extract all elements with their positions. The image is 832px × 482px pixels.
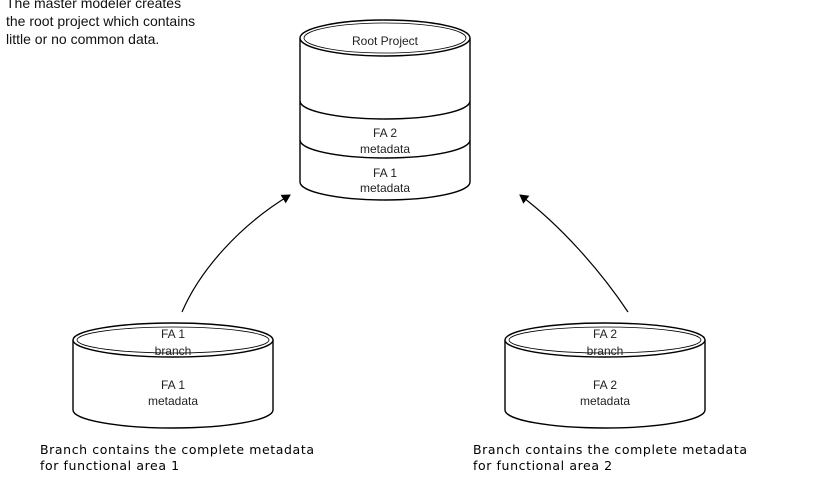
- arrow-branch-1-to-root: [181, 194, 291, 313]
- root-fa1-metadata-label: metadata: [360, 181, 410, 195]
- top-note-line-2: the root project which contains: [6, 13, 196, 29]
- root-fa1-label: FA 1: [373, 166, 397, 180]
- branch-1-top-label: FA 1: [161, 327, 185, 341]
- branch-2-top-rim: [508, 326, 702, 354]
- root-divider-1: [299, 100, 471, 120]
- arrow-branch-2-to-root: [519, 194, 629, 313]
- branch-1-top-sublabel: branch: [155, 344, 192, 358]
- root-fa2-metadata-label: metadata: [360, 142, 410, 156]
- branch-1-cylinder: FA 1 branch FA 1 metadata: [72, 322, 274, 429]
- branch-2-cylinder: FA 2 branch FA 2 metadata: [504, 322, 706, 429]
- root-divider-2: [299, 139, 471, 159]
- branch-1-top-rim: [76, 326, 270, 354]
- root-cylinder-top: [299, 19, 471, 57]
- root-project-cylinder: Root Project FA 2 metadata FA 1 metadata: [299, 19, 471, 201]
- branch-2-caption-line-2: for functional area 2: [473, 458, 613, 473]
- root-fa2-label: FA 2: [373, 126, 397, 140]
- branch-1-caption-line-2: for functional area 1: [40, 458, 180, 473]
- branch-2-body-sublabel: metadata: [580, 394, 630, 408]
- branch-2-top: [504, 322, 706, 358]
- branch-2-caption-line-1: Branch contains the complete metadata: [473, 442, 748, 457]
- branch-2-top-label: FA 2: [593, 327, 617, 341]
- branch-2-top-sublabel: branch: [587, 344, 624, 358]
- branch-2-body-label: FA 2: [593, 378, 617, 392]
- branch-1-body-label: FA 1: [161, 378, 185, 392]
- branch-1-body: [72, 340, 274, 429]
- root-cylinder-top-rim: [303, 22, 467, 54]
- branch-1-body-sublabel: metadata: [148, 394, 198, 408]
- branch-2-body: [504, 340, 706, 429]
- top-note: The master modeler creates the root proj…: [6, 0, 195, 48]
- branch-2-caption: Branch contains the complete metadata fo…: [473, 442, 748, 474]
- top-note-line-3: little or no common data.: [6, 31, 160, 47]
- branch-1-caption-line-1: Branch contains the complete metadata: [40, 442, 315, 457]
- branch-1-top: [72, 322, 274, 358]
- root-project-title: Root Project: [352, 34, 419, 48]
- top-note-line-1: The master modeler creates: [6, 0, 182, 11]
- branch-1-caption: Branch contains the complete metadata fo…: [40, 442, 315, 474]
